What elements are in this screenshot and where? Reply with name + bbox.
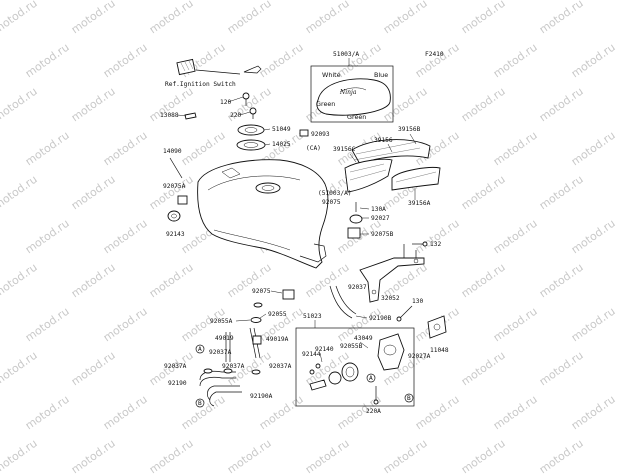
decal-parts — [344, 139, 441, 193]
callout-92037a-2: 92037A — [164, 363, 187, 370]
bolt-132 — [412, 241, 428, 247]
bolt-130 — [396, 305, 413, 322]
callout-32052: 32052 — [381, 295, 400, 302]
callout-14025: 14025 — [272, 141, 291, 148]
callout-51003a-paren: (51003/A) — [318, 190, 352, 197]
callout-39156a: 39156A — [408, 200, 431, 207]
callout-ca: (CA) — [306, 145, 321, 152]
grommet-92143 — [167, 210, 181, 222]
callout-92075-2: 92075 — [252, 288, 271, 295]
callout-220a: 220A — [366, 408, 381, 415]
callout-132: 132 — [430, 241, 441, 248]
callout-39156b: 39156B — [398, 126, 421, 133]
damper-92075a — [177, 195, 188, 205]
ref-circle-b1 — [195, 398, 205, 408]
fuel-cap-parts — [184, 92, 266, 151]
callout-51049: 51049 — [272, 126, 291, 133]
valve-hose-parts — [199, 302, 263, 407]
callout-92037a-4: 92037A — [269, 363, 292, 370]
bracket-32052 — [359, 257, 425, 303]
callout-92143: 92143 — [166, 231, 185, 238]
callout-49019a: 49019A — [266, 336, 289, 343]
callout-51023: 51023 — [303, 313, 322, 320]
callout-130: 130 — [412, 298, 423, 305]
bracket-11048 — [427, 315, 447, 339]
fuel-tank — [197, 159, 329, 269]
bolt-220a — [373, 386, 379, 405]
callout-120: 120 — [220, 99, 231, 106]
callout-92037a-3: 92037A — [222, 363, 245, 370]
callout-92190b: 92190B — [369, 315, 392, 322]
callout-92190: 92190 — [168, 380, 187, 387]
callout-92037a-1: 92037A — [209, 349, 232, 356]
callout-92144: 92144 — [302, 351, 321, 358]
callout-92075b: 92075B — [371, 231, 394, 238]
callout-92190a: 92190A — [250, 393, 273, 400]
ref-ignition-switch-label: Ref.Ignition Switch — [165, 81, 236, 88]
damper-92075-lower — [282, 289, 295, 300]
figure-code: F2410 — [425, 51, 444, 58]
ref-circle-a2 — [366, 373, 376, 383]
ref-letter-a1: A — [198, 346, 202, 353]
callout-14090: 14090 — [163, 148, 182, 155]
damper-parts-right — [347, 202, 363, 239]
callout-92055a: 92055A — [210, 318, 233, 325]
callout-92075: 92075 — [322, 199, 341, 206]
part-92093 — [299, 129, 309, 137]
callout-92075a: 92075A — [163, 183, 186, 190]
callout-92055b: 92055B — [340, 343, 363, 350]
color-label-green-2: Green — [347, 113, 366, 121]
color-label-blue: Blue — [374, 71, 388, 79]
ref-circle-a1 — [195, 344, 205, 354]
color-label-green-1: Green — [316, 100, 335, 108]
callout-43049: 43049 — [354, 335, 373, 342]
callout-92027: 92027 — [371, 215, 390, 222]
callout-13088: 13088 — [160, 112, 179, 119]
callout-92037: 92037 — [348, 284, 367, 291]
callout-92027a: 92027A — [408, 353, 431, 360]
callout-92140: 92140 — [315, 346, 334, 353]
color-label-frame — [310, 65, 394, 123]
callout-11048: 11048 — [430, 347, 449, 354]
tank-cover-part: Ninja — [316, 78, 391, 116]
callout-39156: 39156 — [374, 137, 393, 144]
ref-letter-b2: B — [407, 395, 411, 402]
fuel-pump-parts — [309, 333, 405, 391]
fuel-pump-group-frame — [295, 327, 415, 407]
cover-logo-text: Ninja — [339, 89, 357, 96]
callout-49019: 49019 — [215, 335, 234, 342]
callout-220: 220 — [230, 112, 241, 119]
color-label-white: White — [322, 71, 341, 79]
callout-39156c: 39156C — [333, 146, 356, 153]
ignition-switch-ref-icon — [176, 58, 262, 76]
callout-92055: 92055 — [268, 311, 287, 318]
callout-51003a-top: 51003/A — [333, 51, 359, 58]
callout-92093: 92093 — [311, 131, 330, 138]
ref-circle-b2 — [404, 393, 414, 403]
callout-130a: 130A — [371, 206, 386, 213]
ref-letter-b1: B — [198, 400, 202, 407]
ref-letter-a2: A — [369, 375, 373, 382]
